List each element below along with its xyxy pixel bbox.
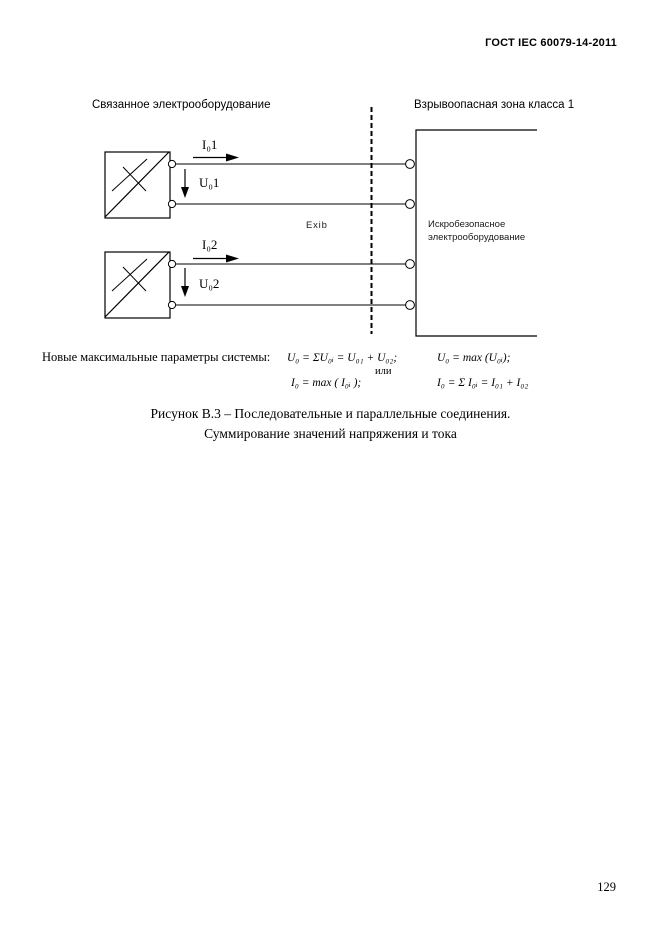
exib-marking-label: Exib (306, 220, 328, 231)
circuit-diagram-figure (104, 107, 537, 337)
terminal (167, 159, 177, 169)
voltage-label-2: U₀2 (199, 276, 220, 291)
wires (176, 163, 406, 306)
page-number: 129 (597, 880, 616, 894)
is-equipment-label: Искробезопасное электрооборудование (428, 219, 525, 244)
voltage-arrow-1 (181, 169, 189, 198)
terminal (167, 300, 177, 310)
formula-sum-voltage: U₀ = ΣU₀ᵢ = U₀₁ + U₀₂; (287, 352, 398, 364)
terminal (405, 259, 415, 269)
formulas-intro: Новые максимальные параметры системы: (42, 350, 271, 364)
associated-equipment-zone-label: Связанное электрооборудование (92, 99, 271, 111)
formula-max-voltage: U₀ = max (U₀ᵢ); (437, 352, 511, 364)
document-header: ГОСТ IEC 60079-14-2011 (485, 37, 617, 49)
figure-caption-line1: Рисунок В.3 – Последовательные и паралле… (150, 406, 511, 421)
current-label-1: I₀1 (202, 137, 218, 152)
hazardous-zone-label: Взрывоопасная зона класса 1 (414, 99, 575, 111)
formula-max-current: I₀ = max ( I₀ᵢ ); (291, 377, 362, 389)
voltage-label-1: U₀1 (199, 175, 220, 190)
voltage-arrow-2 (181, 268, 189, 297)
barrier-box-2 (104, 251, 177, 319)
formula-or-word: или (375, 366, 392, 377)
figure-caption-line2: Суммирование значений напряжения и тока (204, 426, 457, 441)
terminal (167, 259, 177, 269)
terminal (405, 300, 415, 310)
is-equipment-box (405, 129, 537, 337)
terminal (405, 199, 415, 209)
barrier-box-1 (104, 151, 177, 219)
terminal (405, 159, 415, 169)
current-arrow-1 (193, 153, 239, 162)
formula-sum-current: I₀ = Σ I₀ᵢ = I₀₁ + I₀₂ (437, 377, 529, 389)
current-arrow-2 (193, 254, 239, 263)
current-label-2: I₀2 (202, 237, 218, 252)
is-equipment-label-line1: Искробезопасное (428, 219, 506, 230)
is-equipment-label-line2: электрооборудование (428, 231, 526, 243)
terminal (167, 199, 177, 209)
